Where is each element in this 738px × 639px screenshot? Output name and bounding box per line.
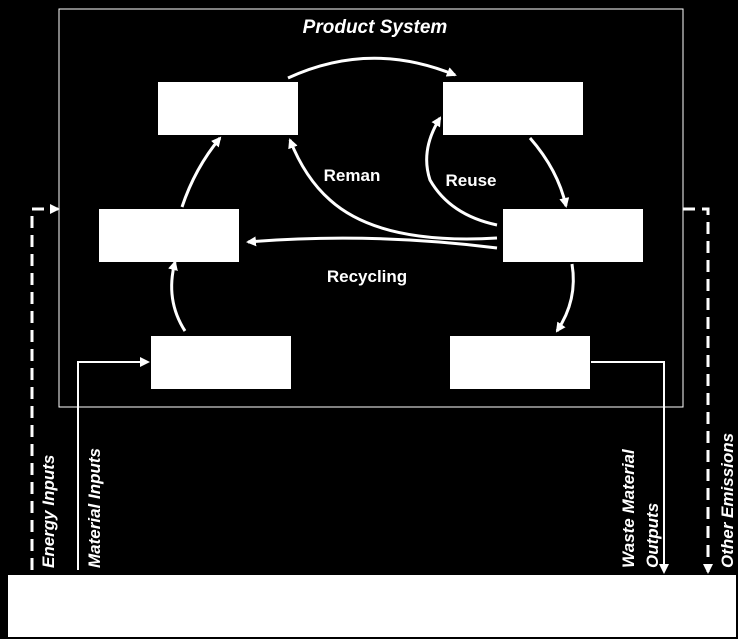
arrow-top [287,56,457,80]
other-emissions-arrow [683,207,713,574]
energy-inputs-label: Energy Inputs [39,455,58,568]
stage-box-bottom-right [450,336,590,389]
waste-material-label-line2: Outputs [643,503,662,568]
material-inputs-arrow [77,357,150,570]
recycling-label: Recycling [327,267,407,286]
stage-box-top-right [443,82,583,135]
reman-label: Reman [324,166,381,185]
product-system-title: Product System [303,17,448,38]
material-inputs-label: Material Inputs [85,448,104,568]
reuse-arrow [425,116,498,227]
stage-box-middle-right [503,209,643,262]
reuse-label: Reuse [445,171,496,190]
arrow-right-down [528,137,570,208]
arrow-left-lower [168,260,187,332]
stage-box-middle-left [99,209,239,262]
environment-bar [8,575,736,637]
arrow-left-up [180,136,222,208]
stage-box-bottom-left [151,336,291,389]
waste-material-label-line1: Waste Material [619,448,638,568]
energy-inputs-arrow [30,204,60,570]
waste-outputs-arrow [591,361,669,574]
arrow-right-lower [555,263,575,333]
reman-arrow [288,138,498,241]
stage-box-top-left [158,82,298,135]
other-emissions-label: Other Emissions [718,433,737,568]
recycling-arrow [246,236,498,250]
